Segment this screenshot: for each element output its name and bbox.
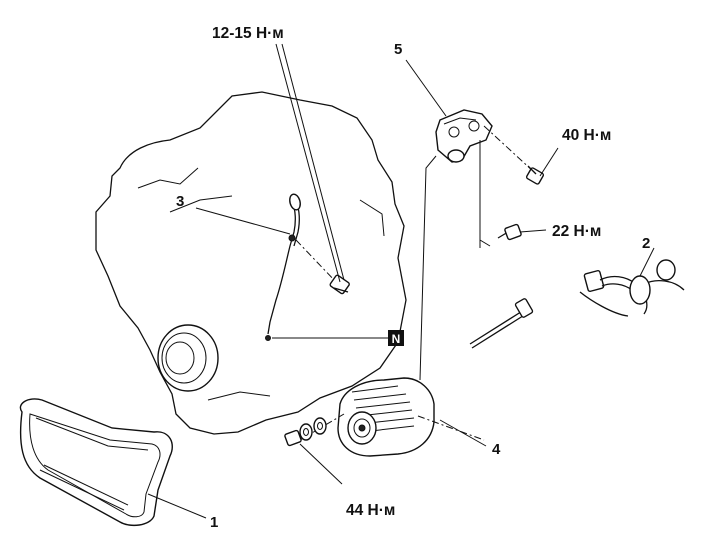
torque-nut: 44 Н·м	[346, 502, 395, 519]
callout-3: 3	[176, 193, 184, 210]
engine-block	[95, 91, 407, 435]
torque-dipstick-bolt: 12-15 Н·м	[212, 25, 284, 42]
callout-leaders	[147, 43, 655, 519]
alternator	[337, 377, 485, 457]
drive-belt	[19, 398, 173, 527]
wiring-harness	[579, 259, 685, 317]
alternator-bracket	[435, 109, 493, 163]
n-symbol: N	[392, 332, 401, 346]
stay-bolt	[497, 223, 522, 241]
torque-stay-bolt: 22 Н·м	[552, 223, 601, 240]
dipstick-bolt	[295, 239, 350, 295]
callout-4: 4	[492, 441, 501, 458]
callout-2: 2	[642, 235, 650, 252]
bracket-bolt	[483, 125, 545, 185]
adjusting-stay	[419, 140, 491, 381]
dipstick	[265, 193, 301, 341]
through-bolt	[469, 298, 534, 349]
callout-1: 1	[210, 514, 218, 531]
nut-and-washers	[284, 413, 345, 447]
torque-bracket-bolt: 40 Н·м	[562, 127, 611, 144]
n-symbol-leader: N	[272, 330, 404, 346]
crankshaft-pulley	[157, 324, 219, 392]
callout-5: 5	[394, 41, 402, 58]
